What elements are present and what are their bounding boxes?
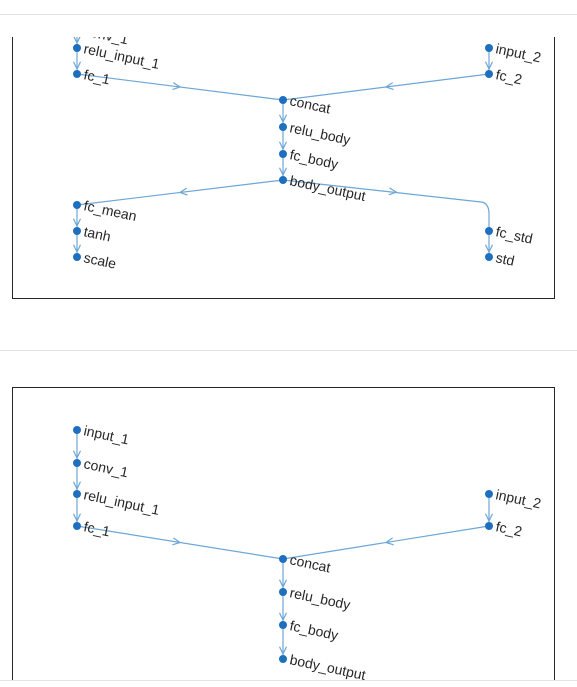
node-label-conv_1: conv_1: [82, 37, 130, 47]
middle-separator: [0, 350, 577, 351]
node-fc_body[interactable]: [279, 150, 287, 158]
node-label-relu_body: relu_body: [288, 584, 351, 612]
node-label-std: std: [494, 249, 516, 269]
node-label-fc_1: fc_1: [82, 518, 111, 539]
node-label-input_2: input_2: [494, 40, 542, 65]
node-input_2[interactable]: [485, 490, 493, 498]
arrow-fc_std-to-std: [484, 244, 494, 254]
node-concat[interactable]: [279, 96, 287, 104]
arrow-relu_input_1-to-fc_1: [72, 61, 82, 71]
arrow-fc_body-to-body_output: [278, 167, 288, 177]
arrow-conv_1-to-relu_input_1: [72, 481, 82, 491]
node-label-fc_body: fc_body: [288, 617, 339, 643]
node-label-fc_std: fc_std: [494, 223, 534, 246]
arrow-fc_mean-to-tanh: [72, 218, 82, 228]
arrow-relu_body-to-fc_body: [278, 612, 288, 622]
arrow-input_2-to-fc_2: [484, 61, 494, 71]
node-fc_2[interactable]: [485, 70, 493, 78]
arrow-fc_body-to-body_output: [278, 646, 288, 656]
node-scale[interactable]: [73, 253, 81, 261]
arrow-concat-to-relu_body: [278, 579, 288, 589]
node-label-fc_1: fc_1: [82, 66, 111, 87]
arrow-concat-to-relu_body: [278, 114, 288, 124]
node-label-fc_body: fc_body: [288, 146, 339, 172]
node-fc_2[interactable]: [485, 522, 493, 530]
bottom-separator: [0, 680, 577, 681]
node-label-scale: scale: [82, 249, 118, 271]
node-label-relu_body: relu_body: [288, 119, 351, 147]
node-label-body_output: body_output: [288, 651, 367, 680]
node-body_output[interactable]: [279, 176, 287, 184]
node-std[interactable]: [485, 253, 493, 261]
node-relu_input_1[interactable]: [73, 490, 81, 498]
arrow-body_output-to-fc_mean: [178, 187, 188, 196]
arrow-fc_2-to-concat: [384, 537, 394, 546]
node-label-input_2: input_2: [494, 486, 542, 511]
node-fc_std[interactable]: [485, 227, 493, 235]
node-label-body_output: body_output: [288, 172, 367, 204]
node-label-tanh: tanh: [82, 223, 112, 244]
node-relu_body[interactable]: [279, 123, 287, 131]
arrow-tanh-to-scale: [72, 244, 82, 254]
node-label-relu_input_1: relu_input_1: [82, 486, 161, 518]
node-relu_input_1[interactable]: [73, 44, 81, 52]
node-body_output[interactable]: [279, 655, 287, 663]
arrow-fc_1-to-concat: [172, 82, 182, 91]
node-label-input_1: input_1: [82, 422, 130, 447]
layer-graph-bottom: input_1 conv_1 relu_input_1fc_1 input_2 fc_2…: [72, 422, 543, 680]
arrow-relu_body-to-fc_body: [278, 141, 288, 151]
arrow-conv_1-to-relu_input_1: [73, 37, 81, 45]
node-label-concat: concat: [288, 551, 332, 575]
node-fc_mean[interactable]: [73, 201, 81, 209]
node-conv_1[interactable]: [73, 459, 81, 467]
node-relu_body[interactable]: [279, 588, 287, 596]
arrow-fc_2-to-concat: [384, 82, 394, 91]
node-input_2[interactable]: [485, 44, 493, 52]
node-label-fc_2: fc_2: [494, 66, 523, 87]
node-label-conv_1: conv_1: [82, 455, 130, 480]
node-tanh[interactable]: [73, 227, 81, 235]
node-label-fc_2: fc_2: [494, 518, 523, 539]
arrow-body_output-to-fc_std: [388, 187, 398, 196]
node-fc_1[interactable]: [73, 70, 81, 78]
layer-graph-top: conv_1relu_input_1fc_1input_2fc_2concatr…: [72, 37, 543, 272]
node-concat[interactable]: [279, 555, 287, 563]
top-separator: [0, 14, 577, 15]
node-fc_1[interactable]: [73, 522, 81, 530]
arrow-relu_input_1-to-fc_1: [72, 513, 82, 523]
node-fc_body[interactable]: [279, 621, 287, 629]
arrow-input_2-to-fc_2: [484, 513, 494, 523]
node-input_1[interactable]: [73, 426, 81, 434]
edge-body_output-to-fc_std: [282, 179, 490, 231]
node-label-concat: concat: [288, 92, 332, 116]
arrow-input_1-to-conv_1: [72, 450, 82, 460]
arrow-fc_1-to-concat: [172, 537, 182, 546]
